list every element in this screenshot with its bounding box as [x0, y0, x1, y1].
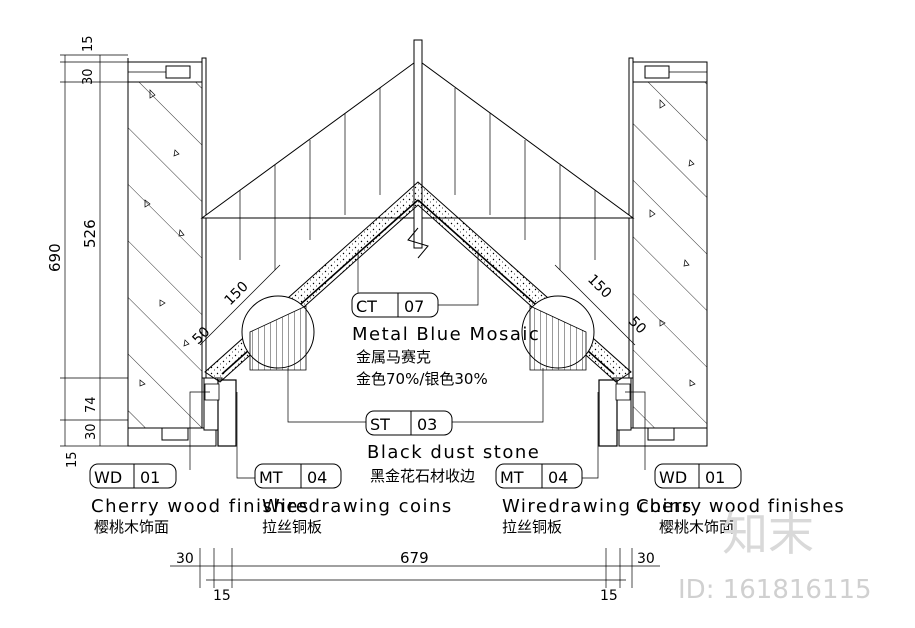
tag-wd-left-cn: 樱桃木饰面	[94, 518, 169, 536]
bottom-dimensions: 30 679 30 15 15	[170, 548, 660, 604]
tag-mt-left-en: Wiredrawing coins	[262, 496, 453, 517]
dim-low-74: 74	[84, 396, 99, 413]
dim-bottom-679: 679	[400, 549, 429, 567]
tag-wd-right-cn: 樱桃木饰面	[659, 518, 734, 536]
dim-bottom-30-left: 30	[176, 551, 194, 567]
roof-cap	[199, 39, 636, 383]
watermark: 知末 ID: 161816115	[678, 507, 872, 605]
tag-mt-right-num: 04	[548, 468, 568, 487]
tag-mt-right-code: MT	[500, 468, 524, 487]
tag-ct-cn2: 金色70%/银色30%	[356, 370, 488, 388]
tag-mt-04-left: MT 04 Wiredrawing coins 拉丝铜板	[254, 463, 453, 536]
watermark-id: ID: 161816115	[678, 575, 872, 605]
tag-ct-en: Metal Blue Mosaic	[352, 324, 540, 345]
tag-mt-left-num: 04	[307, 468, 327, 487]
dim-bottom-15-a: 15	[213, 588, 231, 604]
tag-wd-left-num: 01	[140, 468, 160, 487]
watermark-logo: 知末	[722, 507, 814, 561]
tag-wd-right-code: WD	[659, 468, 687, 487]
left-dimensions: 15 30 690 526 74 30 15	[46, 35, 128, 468]
tag-wd-right-num: 01	[705, 468, 725, 487]
tag-ct-cn1: 金属马赛克	[356, 348, 431, 366]
tag-wd-01-left: WD 01 Cherry wood finishes 樱桃木饰面	[89, 463, 310, 536]
tag-mt-right-en: Wiredrawing coins	[502, 496, 693, 517]
tag-ct-num: 07	[404, 297, 424, 316]
tag-mt-right-cn: 拉丝铜板	[502, 518, 562, 536]
tag-mt-04-right: MT 04 Wiredrawing coins 拉丝铜板	[495, 463, 693, 536]
dim-bottom-15: 15	[65, 451, 80, 468]
tag-st-en: Black dust stone	[367, 442, 540, 463]
dim-bottom-15-b: 15	[600, 588, 618, 604]
tag-wd-01-right: WD 01 Cherry wood finishes 樱桃木饰面	[636, 463, 845, 536]
tag-wd-left-en: Cherry wood finishes	[91, 496, 310, 517]
dim-total-690: 690	[46, 243, 64, 272]
tag-st-cn: 黑金花石材收边	[370, 467, 475, 485]
tag-ct-code: CT	[356, 297, 377, 316]
dim-bottom-30-right: 30	[637, 551, 655, 567]
dim-angle-150-right: 150	[584, 272, 614, 302]
tag-ct-07: CT 07 Metal Blue Mosaic 金属马赛克 金色70%/银色30…	[351, 292, 540, 388]
left-wall	[127, 57, 237, 447]
tag-st-03: ST 03 Black dust stone 黑金花石材收边	[365, 410, 540, 485]
dim-top-30: 30	[81, 68, 96, 85]
tag-mt-left-cn: 拉丝铜板	[262, 518, 322, 536]
tag-mt-left-code: MT	[259, 468, 283, 487]
dim-top-15: 15	[81, 35, 96, 52]
leader-lines	[189, 250, 646, 479]
tag-wd-right-en: Cherry wood finishes	[636, 496, 845, 517]
tag-wd-left-code: WD	[94, 468, 122, 487]
right-wall	[598, 57, 708, 447]
dim-angle-150-left: 150	[222, 279, 252, 309]
tag-st-num: 03	[417, 415, 437, 434]
dim-mid-526: 526	[81, 219, 99, 248]
dim-low-30: 30	[84, 423, 99, 440]
tag-st-code: ST	[370, 415, 390, 434]
